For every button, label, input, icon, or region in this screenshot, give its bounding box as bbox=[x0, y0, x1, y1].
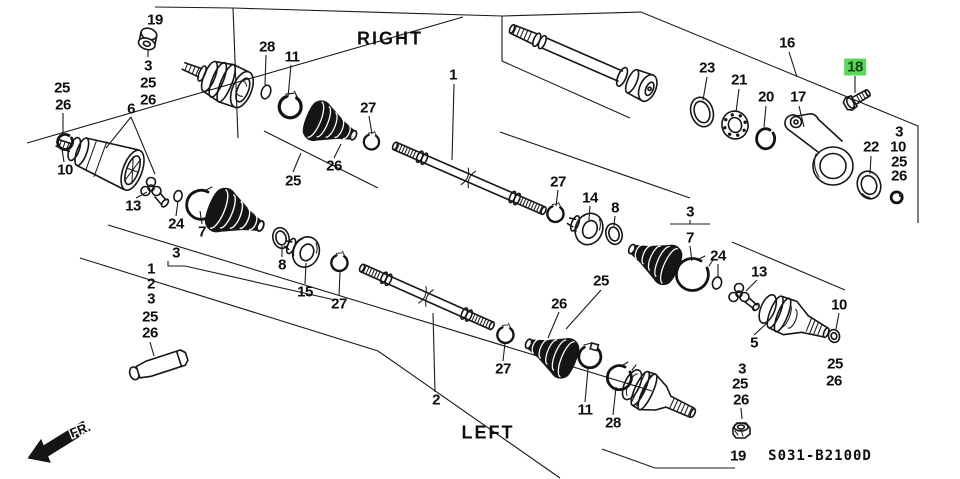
part-label-5: 5 bbox=[750, 334, 758, 352]
part-label-7: 7 bbox=[686, 229, 694, 247]
part-label-20: 20 bbox=[758, 88, 774, 106]
driveshaft-1-art bbox=[391, 141, 547, 216]
leader-lines bbox=[61, 48, 872, 420]
label-left: LEFT bbox=[461, 422, 515, 443]
seal-22-art bbox=[856, 170, 882, 200]
part-label-10: 10 bbox=[890, 138, 906, 156]
part-label-1: 1 bbox=[147, 260, 155, 278]
part-label-25: 25 bbox=[285, 172, 301, 190]
part-label-3: 3 bbox=[144, 57, 152, 75]
part-label-26: 26 bbox=[142, 324, 158, 342]
boot-band-7-right-art bbox=[675, 255, 714, 292]
part-label-25: 25 bbox=[732, 375, 748, 393]
part-label-13: 13 bbox=[751, 263, 767, 281]
part-label-3: 3 bbox=[147, 290, 155, 308]
right-axle-art bbox=[137, 27, 841, 344]
left-axle-art bbox=[55, 133, 751, 439]
part-label-27: 27 bbox=[360, 99, 376, 117]
part-label-13: 13 bbox=[125, 197, 141, 215]
part-label-3: 3 bbox=[738, 360, 746, 378]
part-label-3: 3 bbox=[686, 203, 694, 221]
tripod-13-right-art bbox=[728, 282, 761, 312]
part-label-26: 26 bbox=[55, 96, 71, 114]
inner-cv-joint-left-art bbox=[55, 136, 145, 192]
part-label-21: 21 bbox=[731, 71, 747, 89]
part-label-2: 2 bbox=[432, 391, 440, 409]
tripod-13-left-art bbox=[140, 176, 170, 208]
part-label-17: 17 bbox=[790, 88, 806, 106]
part-label-19: 19 bbox=[730, 447, 746, 465]
part-label-24: 24 bbox=[710, 247, 726, 265]
part-label-28: 28 bbox=[259, 38, 275, 56]
part-label-25: 25 bbox=[891, 153, 907, 171]
part-label-10: 10 bbox=[57, 161, 73, 179]
part-label-16: 16 bbox=[779, 34, 795, 52]
part-label-26: 26 bbox=[891, 167, 907, 185]
part-label-25: 25 bbox=[140, 74, 156, 92]
support-bearing-parts-art bbox=[689, 89, 904, 205]
part-label-11: 11 bbox=[284, 48, 300, 66]
label-right: RIGHT bbox=[357, 28, 423, 49]
part-label-25: 25 bbox=[54, 79, 70, 97]
part-label-27: 27 bbox=[495, 360, 511, 378]
dynamic-damper-14-art bbox=[566, 212, 604, 246]
spindle-nut-19-art bbox=[732, 422, 751, 439]
part-label-27: 27 bbox=[550, 173, 566, 191]
part-label-14: 14 bbox=[582, 189, 598, 207]
group-bracket-lines bbox=[26, 6, 919, 479]
snap-ring-20-art bbox=[755, 127, 776, 151]
part-label-28: 28 bbox=[605, 414, 621, 432]
bolt-18-art bbox=[842, 89, 871, 111]
bearing-art bbox=[721, 110, 749, 140]
part-label-25: 25 bbox=[593, 272, 609, 290]
part-label-8: 8 bbox=[611, 199, 619, 217]
part-label-26: 26 bbox=[733, 391, 749, 409]
part-label-3: 3 bbox=[895, 123, 903, 141]
part-label-18-highlighted: 18 bbox=[844, 58, 866, 76]
part-label-10: 10 bbox=[831, 296, 847, 314]
part-label-26: 26 bbox=[551, 295, 567, 313]
part-label-26: 26 bbox=[326, 157, 342, 175]
outer-cv-joint-right-art bbox=[181, 60, 255, 109]
part-label-19: 19 bbox=[147, 11, 163, 29]
part-label-25: 25 bbox=[142, 308, 158, 326]
part-label-26: 26 bbox=[140, 91, 156, 109]
inner-cv-joint-right-art bbox=[758, 294, 830, 339]
intermediate-shaft-art bbox=[508, 23, 658, 103]
damper-15-art bbox=[283, 236, 321, 268]
outer-cv-joint-left-art bbox=[621, 369, 697, 418]
bearing-bracket-17-art bbox=[784, 113, 854, 186]
part-label-25: 25 bbox=[827, 355, 843, 373]
snap-ring-28-left-art bbox=[606, 361, 637, 391]
circlip-art bbox=[889, 190, 904, 205]
grease-tube-art bbox=[128, 349, 189, 381]
part-label-15: 15 bbox=[297, 283, 313, 301]
boot-band-11-left-art bbox=[577, 341, 603, 370]
part-label-24: 24 bbox=[168, 215, 184, 233]
part-label-8: 8 bbox=[278, 256, 286, 274]
diagram-code: S031-B2100D bbox=[768, 448, 872, 464]
part-label-1: 1 bbox=[449, 66, 457, 84]
part-label-23: 23 bbox=[699, 59, 715, 77]
part-label-3: 3 bbox=[172, 244, 180, 262]
part-label-6: 6 bbox=[127, 100, 135, 118]
part-label-27: 27 bbox=[331, 295, 347, 313]
part-label-26: 26 bbox=[826, 372, 842, 390]
part-label-11: 11 bbox=[577, 401, 593, 419]
part-label-7: 7 bbox=[198, 223, 206, 241]
part-label-2: 2 bbox=[147, 275, 155, 293]
bolt-19-art bbox=[137, 27, 158, 51]
driveshaft-2-art bbox=[358, 263, 495, 331]
part-label-22: 22 bbox=[863, 138, 879, 156]
